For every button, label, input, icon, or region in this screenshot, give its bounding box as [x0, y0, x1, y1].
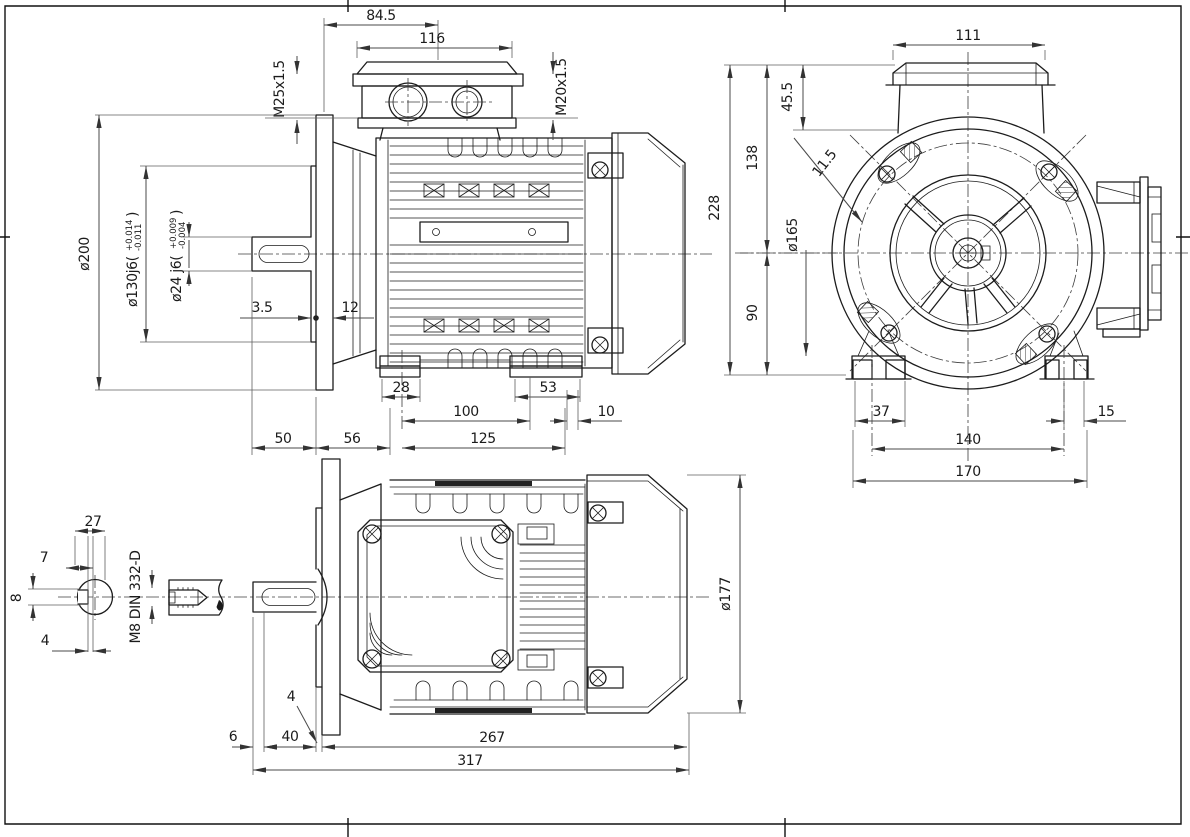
- dim-27-label: 27: [84, 514, 101, 530]
- dim-317-label: 317: [457, 753, 483, 769]
- top-view-dimensions: ø177 4 6 40 267 317: [229, 474, 746, 775]
- dim-50-label: 50: [274, 431, 291, 447]
- dim-10-label: 10: [597, 404, 614, 420]
- shaft-paren-close: ): [169, 210, 185, 215]
- dim-15-label: 15: [1097, 404, 1114, 420]
- nameplate: [419, 221, 569, 243]
- dim-6-label: 6: [229, 729, 238, 745]
- dim-4-top-label: 4: [287, 689, 296, 705]
- fan-cowl-front: [831, 116, 1105, 390]
- spigot-paren-close: ): [125, 212, 141, 217]
- dim-45-5-label: 45.5: [780, 82, 796, 112]
- winding-sections: [423, 183, 550, 333]
- dim-shaft-dia-label: ø24 j6(: [169, 256, 185, 302]
- shaft-cross-section: [76, 578, 114, 616]
- dim-111-label: 111: [955, 28, 981, 44]
- shaft-section-detail: 27 7 8 4 M8 DIN 332-D: [9, 514, 710, 654]
- dim-spigot-dia-label: ø130j6(: [125, 256, 141, 307]
- center-hole-thread-label: M8 DIN 332-D: [128, 550, 144, 643]
- terminal-box-front: [885, 62, 1056, 134]
- gland-m20-label: M20x1.5: [554, 58, 570, 116]
- lifting-tabs-side: [587, 152, 624, 354]
- dim-56-label: 56: [343, 431, 361, 447]
- dim-4-label: 4: [41, 633, 50, 649]
- lifting-tabs-top: [587, 501, 624, 689]
- dim-3-5-label: 3.5: [251, 300, 272, 316]
- spigot-tol-upper: +0.014: [125, 220, 135, 251]
- dim-116-label: 116: [419, 31, 445, 47]
- dim-138-label: 138: [745, 145, 761, 171]
- shaft-end-section: [168, 579, 224, 616]
- dim-228-label: 228: [707, 195, 723, 221]
- dim-53-label: 53: [539, 380, 556, 396]
- fan-cowl-top: [586, 474, 688, 714]
- dim-8-label: 8: [9, 594, 25, 603]
- dim-165-label: ø165: [785, 218, 801, 252]
- dim-28-label: 28: [392, 380, 409, 396]
- dim-177-label: ø177: [718, 577, 734, 611]
- flange-edge-right: [1096, 176, 1162, 338]
- dim-84-5-label: 84.5: [366, 8, 396, 24]
- shaft-and-flange-top: [252, 458, 382, 736]
- front-view: 111 45.5 138 228 90 ø165 11.5 37 15 140 …: [707, 28, 1188, 488]
- dim-12-label: 12: [341, 300, 358, 316]
- side-view: 84.5 116 M25x1.5 M20x1.5 ø200 ø130j6( +0…: [77, 8, 712, 455]
- cowl-lugs: [856, 140, 1079, 366]
- motor-body: [375, 137, 613, 369]
- motor-body-top: [357, 479, 586, 715]
- terminal-box-side: [352, 61, 524, 141]
- dim-170-label: 170: [955, 464, 981, 480]
- terminal-box-cover: [357, 519, 514, 673]
- shaft-tol-lower: -0.004: [178, 222, 188, 249]
- feet-side: [379, 355, 583, 378]
- spigot-tol-lower: -0.011: [134, 224, 144, 251]
- dim-125-label: 125: [470, 431, 496, 447]
- side-view-dimensions: 84.5 116 M25x1.5 M20x1.5 ø200 ø130j6( +0…: [77, 8, 622, 455]
- dim-flange-dia-label: ø200: [77, 237, 93, 271]
- gland-m25-label: M25x1.5: [272, 60, 288, 118]
- shaft-tol-upper: +0.009: [169, 218, 179, 249]
- dim-90-label: 90: [745, 304, 761, 321]
- feet-front: [845, 329, 1095, 380]
- top-view: ø177 4 6 40 267 317: [229, 458, 746, 775]
- shaft-and-flange: [251, 114, 334, 391]
- dim-7-label: 7: [40, 550, 49, 566]
- dim-40-label: 40: [281, 729, 298, 745]
- fan-spokes: [904, 195, 1032, 325]
- dim-37-label: 37: [872, 404, 889, 420]
- dim-267-label: 267: [479, 730, 505, 746]
- fan-cowl-side: [611, 132, 686, 375]
- front-view-dimensions: 111 45.5 138 228 90 ø165 11.5 37 15 140 …: [707, 28, 1126, 488]
- dim-100-label: 100: [453, 404, 479, 420]
- dim-140-label: 140: [955, 432, 981, 448]
